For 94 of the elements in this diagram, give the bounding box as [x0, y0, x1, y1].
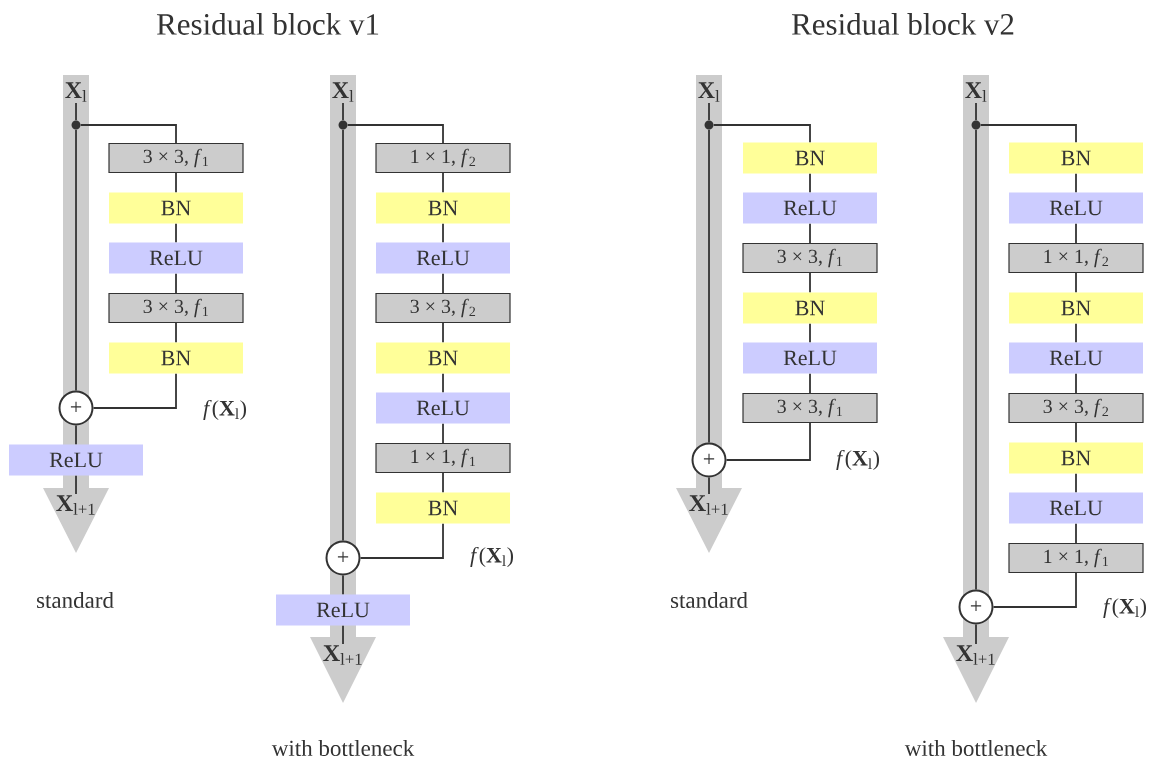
connector-line	[442, 322, 444, 344]
function-label: f(X$_{l}$)	[203, 399, 247, 421]
relu-box: ReLU	[1009, 492, 1143, 524]
conv-layer-box: 3 × 3, f$_{2}$	[1008, 392, 1144, 424]
function-label: f(X$_{l}$)	[836, 449, 880, 471]
conv-layer-box: 1 × 1, f$_{2}$	[375, 142, 511, 174]
conv-layer-box: 1 × 1, f$_{1}$	[375, 442, 511, 474]
connector-line	[442, 272, 444, 294]
output-label: X$_{l+1}$	[689, 495, 728, 515]
conv-layer-box: 1 × 1, f$_{1}$	[1008, 542, 1144, 574]
connector-line	[708, 102, 710, 122]
conv-layer-box: 3 × 3, f$_{1}$	[742, 242, 878, 274]
connector-line	[92, 372, 177, 409]
connector-line	[809, 272, 811, 294]
relu-box: ReLU	[1009, 342, 1143, 374]
connector-line	[1075, 472, 1077, 494]
connector-line	[342, 128, 344, 542]
connector-line	[1075, 522, 1077, 544]
connector-line	[1075, 372, 1077, 394]
batchnorm-box: BN	[743, 142, 877, 174]
connector-line	[1075, 172, 1077, 194]
relu-box: ReLU	[9, 444, 143, 476]
conv-layer-box: 3 × 3, f$_{1}$	[742, 392, 878, 424]
connector-line	[75, 128, 77, 392]
connector-line	[975, 102, 977, 122]
connector-line	[979, 124, 1077, 144]
input-label: X$_{l}$	[330, 81, 356, 103]
relu-box: ReLU	[743, 192, 877, 224]
input-label: X$_{l}$	[696, 81, 722, 103]
connector-line	[346, 124, 444, 144]
connector-line	[342, 574, 344, 596]
connector-line	[75, 424, 77, 446]
conv-layer-box: 3 × 3, f$_{1}$	[108, 292, 244, 324]
connector-line	[342, 624, 344, 645]
connector-line	[75, 102, 77, 122]
relu-box: ReLU	[743, 342, 877, 374]
batchnorm-box: BN	[376, 342, 510, 374]
function-label: f(X$_{l}$)	[1103, 597, 1147, 619]
relu-box: ReLU	[1009, 192, 1143, 224]
connector-line	[1075, 322, 1077, 344]
relu-box: ReLU	[109, 242, 243, 274]
output-label: X$_{l+1}$	[323, 645, 362, 665]
connector-line	[342, 102, 344, 122]
connector-line	[975, 128, 977, 591]
conv-layer-box: 3 × 3, f$_{2}$	[375, 292, 511, 324]
input-label: X$_{l}$	[963, 81, 989, 103]
input-label: X$_{l}$	[63, 81, 89, 103]
connector-line	[992, 572, 1077, 608]
connector-line	[725, 422, 811, 461]
connector-line	[442, 472, 444, 494]
conv-layer-box: 1 × 1, f$_{2}$	[1008, 242, 1144, 274]
connector-line	[175, 222, 177, 244]
relu-box: ReLU	[376, 242, 510, 274]
conv-layer-box: 3 × 3, f$_{1}$	[108, 142, 244, 174]
connector-line	[75, 474, 77, 495]
batchnorm-box: BN	[1009, 292, 1143, 324]
connector-line	[708, 128, 710, 444]
variant-caption: with bottleneck	[904, 739, 1048, 757]
variant-caption: with bottleneck	[271, 739, 415, 757]
batchnorm-box: BN	[376, 492, 510, 524]
connector-line	[442, 222, 444, 244]
connector-line	[712, 124, 811, 144]
variant-caption: standard	[671, 591, 748, 609]
relu-box: ReLU	[276, 594, 410, 626]
connector-line	[809, 172, 811, 194]
connector-line	[1075, 222, 1077, 244]
connector-line	[975, 623, 977, 645]
connector-line	[175, 172, 177, 194]
connector-line	[1075, 422, 1077, 444]
connector-line	[809, 322, 811, 344]
relu-box: ReLU	[376, 392, 510, 424]
connector-line	[79, 124, 177, 144]
panel-title: Residual block v1	[157, 13, 379, 35]
batchnorm-box: BN	[1009, 442, 1143, 474]
batchnorm-box: BN	[1009, 142, 1143, 174]
variant-caption: standard	[37, 591, 114, 609]
connector-line	[359, 522, 444, 559]
output-label: X$_{l+1}$	[956, 645, 995, 665]
batchnorm-box: BN	[743, 292, 877, 324]
connector-line	[1075, 272, 1077, 294]
connector-line	[442, 422, 444, 444]
output-label: X$_{l+1}$	[56, 495, 95, 515]
panel-title: Residual block v2	[791, 13, 1014, 35]
batchnorm-box: BN	[109, 192, 243, 224]
connector-line	[175, 322, 177, 344]
batchnorm-box: BN	[376, 192, 510, 224]
connector-line	[442, 172, 444, 194]
connector-line	[708, 476, 710, 495]
connector-line	[809, 372, 811, 394]
function-label: f(X$_{l}$)	[470, 546, 514, 568]
connector-line	[442, 372, 444, 394]
connector-line	[809, 222, 811, 244]
batchnorm-box: BN	[109, 342, 243, 374]
connector-line	[175, 272, 177, 294]
